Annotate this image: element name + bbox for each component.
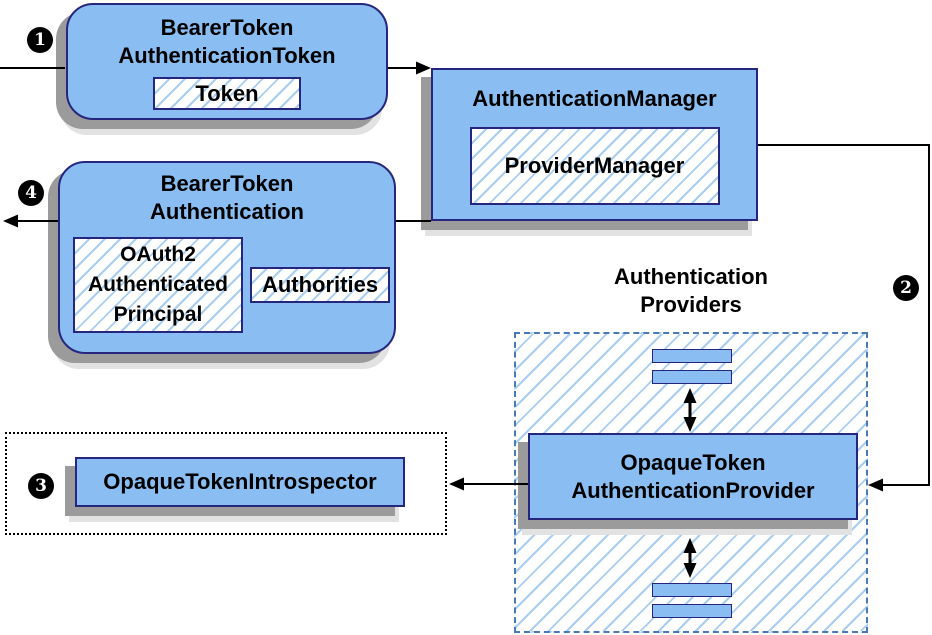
step-2-badge: 2 bbox=[893, 275, 919, 301]
step-4-badge: 4 bbox=[18, 180, 44, 206]
bearer-token-authentication-node: BearerToken Authentication OAuth2 Authen… bbox=[58, 161, 396, 354]
provider-placeholder-bar bbox=[652, 349, 732, 363]
provider-placeholder-bar bbox=[652, 604, 732, 618]
provider-manager-chip: ProviderManager bbox=[469, 127, 720, 205]
authentication-providers-container: OpaqueToken AuthenticationProvider bbox=[514, 332, 868, 633]
step-1-badge: 1 bbox=[27, 27, 53, 53]
token-to-manager-arrow bbox=[388, 61, 431, 75]
token-chip: Token bbox=[153, 77, 301, 110]
oauth2-authenticated-principal-chip: OAuth2 Authenticated Principal bbox=[73, 237, 243, 333]
provider-placeholder-bar bbox=[652, 370, 732, 384]
opaque-token-introspector-node: OpaqueTokenIntrospector bbox=[75, 457, 405, 507]
opaque-token-authentication-provider-title: OpaqueToken AuthenticationProvider bbox=[571, 449, 815, 503]
authentication-manager-node: AuthenticationManager ProviderManager bbox=[431, 68, 758, 221]
opaque-token-introspector-container: 3 OpaqueTokenIntrospector bbox=[5, 432, 447, 535]
bearer-token-authentication-title: BearerToken Authentication bbox=[150, 171, 304, 224]
opaque-token-authentication-provider-node: OpaqueToken AuthenticationProvider bbox=[528, 433, 858, 520]
authorities-chip: Authorities bbox=[250, 267, 390, 303]
bearer-token-authentication-token-title: BearerToken AuthenticationToken bbox=[118, 15, 336, 68]
authentication-result-arrow bbox=[3, 214, 58, 228]
bearer-token-authentication-token-node: BearerToken AuthenticationToken Token bbox=[66, 3, 388, 120]
authentication-providers-label: Authentication Providers bbox=[614, 264, 768, 317]
provider-placeholder-bar bbox=[652, 583, 732, 597]
step-3-badge: 3 bbox=[28, 473, 54, 499]
authentication-manager-title: AuthenticationManager bbox=[472, 86, 717, 111]
opaque-token-introspector-title: OpaqueTokenIntrospector bbox=[103, 469, 377, 494]
